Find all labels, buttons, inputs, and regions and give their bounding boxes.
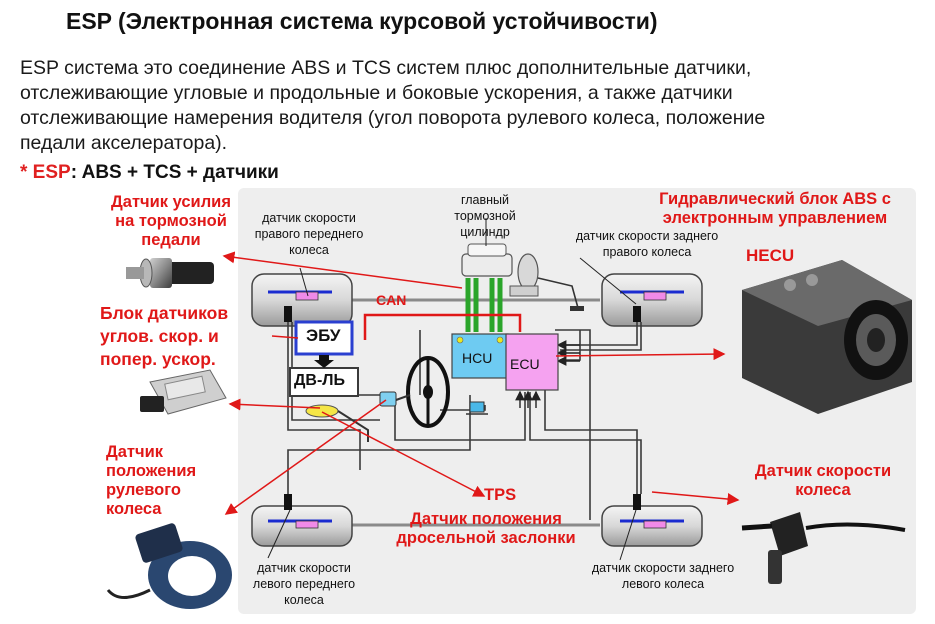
formula-esp: * ESP (20, 162, 71, 183)
formula-rest: : ABS + TCS + датчики (70, 162, 279, 183)
throttle-arm (337, 410, 369, 442)
label-line: Гидравлический блок ABS с (659, 190, 891, 208)
label-line: дросельной заслонки (396, 529, 576, 547)
master-cylinder-label: главный тормозной цилиндр (440, 192, 530, 240)
label-line: правого колеса (602, 245, 692, 259)
label-line: тормозной (454, 209, 516, 223)
intro-line: ESP система это соединение ABS и TCS сис… (20, 57, 752, 79)
hecu-label: HECU (746, 246, 795, 265)
tps-sensor (305, 404, 339, 418)
tps-label: TPS (484, 486, 517, 504)
hecu-image (742, 260, 912, 414)
label-line: педали (141, 231, 201, 249)
sensor-block-label: Блок датчиков углов. скор. и попер. уско… (100, 302, 228, 371)
label-line: Датчик усилия (111, 193, 231, 211)
front-right-speed-label: датчик скорости правого переднего колеса (244, 210, 374, 258)
label-line: Датчик скорости (754, 462, 892, 480)
rear-right-speed-label: датчик скорости заднего правого колеса (552, 228, 742, 260)
brake-pedal-sensor-label: Датчик усилия на тормозной педали (98, 193, 244, 250)
throttle-sensor-label: Датчик положения дросельной заслонки (374, 510, 598, 548)
esp-formula: * ESP: ABS + TCS + датчики (20, 162, 279, 184)
label-line: рулевого (106, 481, 181, 499)
wheel-speed-sensor-label: Датчик скорости колеса (738, 462, 908, 500)
engine-label: ДВ-ЛЬ (294, 372, 346, 389)
ebu-label: ЭБУ (306, 326, 341, 345)
label-line: левого колеса (621, 577, 705, 591)
label-line: датчик скорости заднего (591, 561, 735, 575)
label-line: углов. скор. и (100, 326, 219, 346)
yaw-sensor-image (140, 369, 227, 415)
wiring (287, 322, 642, 520)
sensor-rr (633, 494, 641, 510)
ecu-label: ECU (510, 356, 540, 372)
label-line: положения (106, 462, 197, 480)
pointer-lines (222, 251, 740, 515)
intro-line: отслеживающие намерения водителя (угол п… (20, 107, 766, 129)
steering-angle-sensor-image (106, 523, 232, 609)
sensor-fl (284, 306, 292, 322)
label-line: колеса (284, 593, 324, 607)
label-line: правого переднего (254, 227, 364, 241)
brake-pressure-sensor-image (126, 258, 214, 288)
label-line: датчик скорости (257, 561, 351, 575)
label-line: левого переднего (252, 577, 356, 591)
wheel-front-right (601, 273, 703, 327)
label-line: электронным управлением (662, 209, 888, 227)
steering-wheel (379, 356, 450, 428)
wheel-front-left (251, 273, 353, 327)
label-line: цилиндр (460, 225, 510, 239)
label-line: Датчик (106, 443, 163, 461)
rear-left-speed-label: датчик скорости заднего левого колеса (568, 560, 758, 592)
label-line: датчик скорости (262, 211, 356, 225)
label-line: Блок датчиков (100, 303, 229, 323)
sensor-rl (284, 494, 292, 510)
wheel-speed-sensor-image (741, 512, 906, 584)
ebu-box (294, 320, 354, 356)
ecu-input-arrows (515, 340, 580, 408)
ecu-box (505, 333, 559, 391)
master-cylinder (461, 218, 584, 311)
label-line: датчик скорости заднего (575, 229, 719, 243)
wheel-rear-right (601, 505, 703, 547)
can-label: CAN (376, 292, 407, 308)
label-line: Датчик положения (410, 510, 562, 528)
accelerator-pedal (466, 401, 488, 415)
label-line: главный (460, 193, 510, 207)
intro-line: педали акселератора). (20, 132, 228, 154)
intro-paragraph: ESP система это соединение ABS и TCS сис… (20, 56, 920, 156)
intro-line: отслеживающие угловые и продольные и бок… (20, 82, 733, 104)
hcu-label: HCU (462, 350, 493, 366)
label-line: попер. ускор. (100, 349, 216, 369)
hydraulic-block-label: Гидравлический блок ABS с электронным уп… (634, 190, 916, 228)
label-line: колеса (795, 481, 851, 499)
hcu-dot (496, 336, 504, 344)
label-line: на тормозной (115, 212, 227, 230)
wheel-rear-left (251, 505, 353, 547)
hcu-dot (456, 336, 464, 344)
page-title: ESP (Электронная система курсовой устойч… (66, 8, 658, 34)
label-line: колеса (289, 243, 329, 257)
ebu-arrow (314, 355, 334, 368)
leader-lines (267, 218, 637, 561)
label-line: колеса (106, 500, 162, 518)
brake-lines (465, 278, 503, 332)
steering-sensor-label: Датчик положения рулевого колеса (106, 443, 196, 519)
front-left-speed-label: датчик скорости левого переднего колеса (244, 560, 364, 608)
sensor-fr (633, 306, 641, 322)
